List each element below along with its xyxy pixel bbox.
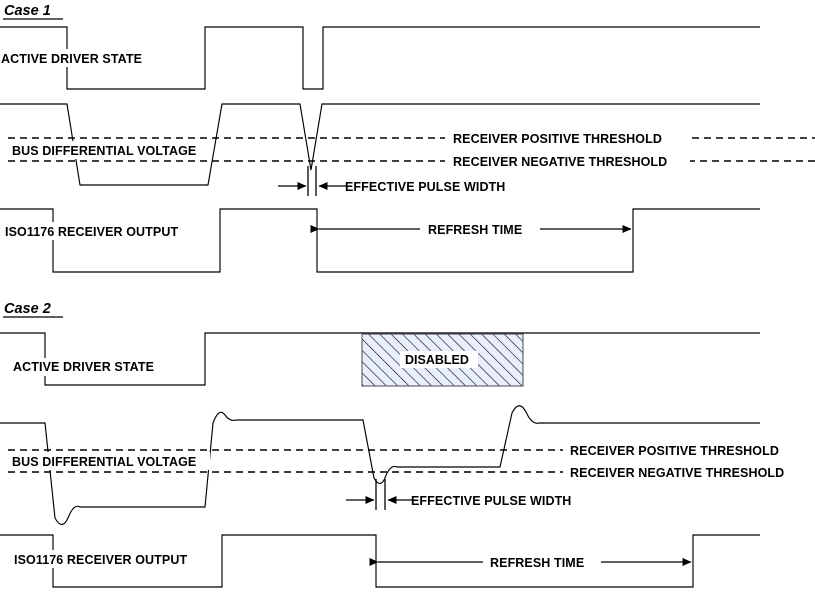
case-2-title-group: Case 2 (3, 301, 63, 318)
case-1-bus-differential-voltage-waveform: RECEIVER POSITIVE THRESHOLD RECEIVER NEG… (0, 103, 815, 186)
waveform-path (0, 405, 760, 526)
case-2-active-driver-state-label: ACTIVE DRIVER STATE (13, 360, 154, 374)
case-2-receiver-negative-threshold-label: RECEIVER NEGATIVE THRESHOLD (570, 466, 784, 480)
label-backdrop (0, 141, 206, 159)
label-backdrop (448, 152, 690, 169)
case-1-receiver-output-label: ISO1176 RECEIVER OUTPUT (5, 225, 178, 239)
disabled-label: DISABLED (405, 353, 469, 367)
label-backdrop (0, 49, 160, 67)
case-1-receiver-negative-threshold-label: RECEIVER NEGATIVE THRESHOLD (453, 155, 667, 169)
case-2-active-driver-state-waveform: ACTIVE DRIVER STATE DISABLED (0, 332, 760, 387)
label-backdrop (420, 220, 540, 238)
case-1-effective-pulse-width-label: EFFECTIVE PULSE WIDTH (345, 180, 505, 194)
label-backdrop (0, 358, 160, 376)
label-backdrop (448, 129, 690, 146)
case-2-title: Case 2 (4, 301, 51, 317)
case-1-receiver-positive-threshold-label: RECEIVER POSITIVE THRESHOLD (453, 132, 662, 146)
waveform-path (0, 332, 760, 386)
case-1-title-group: Case 1 (3, 3, 63, 20)
case-1-active-driver-state-label: ACTIVE DRIVER STATE (1, 52, 142, 66)
label-backdrop (400, 351, 478, 368)
case-1-effective-pulse-width-annotation: EFFECTIVE PULSE WIDTH (278, 166, 505, 196)
case-2-receiver-output-waveform: ISO1176 RECEIVER OUTPUT REFRESH TIME (0, 534, 760, 588)
case-1-active-driver-state-waveform: ACTIVE DRIVER STATE (0, 26, 760, 90)
label-backdrop (566, 441, 811, 458)
case-1-title: Case 1 (4, 3, 51, 19)
case-2-refresh-time-label: REFRESH TIME (490, 556, 584, 570)
case-2-bus-differential-voltage-label: BUS DIFFERENTIAL VOLTAGE (12, 455, 196, 469)
waveform-path (0, 208, 760, 273)
case-2-receiver-output-label: ISO1176 RECEIVER OUTPUT (14, 553, 187, 567)
label-backdrop (0, 222, 176, 240)
waveform-path (0, 103, 760, 186)
case-2-effective-pulse-width-label: EFFECTIVE PULSE WIDTH (411, 494, 571, 508)
case-1-bus-differential-voltage-label: BUS DIFFERENTIAL VOLTAGE (12, 144, 196, 158)
label-backdrop (0, 550, 176, 568)
case-1-refresh-time-label: REFRESH TIME (428, 223, 522, 237)
label-backdrop (483, 553, 601, 571)
case-1-receiver-output-waveform: ISO1176 RECEIVER OUTPUT REFRESH TIME (0, 208, 760, 273)
label-backdrop (0, 452, 210, 470)
case-2-effective-pulse-width-annotation: EFFECTIVE PULSE WIDTH (346, 479, 571, 510)
case-2-bus-differential-voltage-waveform: RECEIVER POSITIVE THRESHOLD RECEIVER NEG… (0, 405, 811, 526)
case-2-receiver-positive-threshold-label: RECEIVER POSITIVE THRESHOLD (570, 444, 779, 458)
label-backdrop (566, 464, 811, 481)
